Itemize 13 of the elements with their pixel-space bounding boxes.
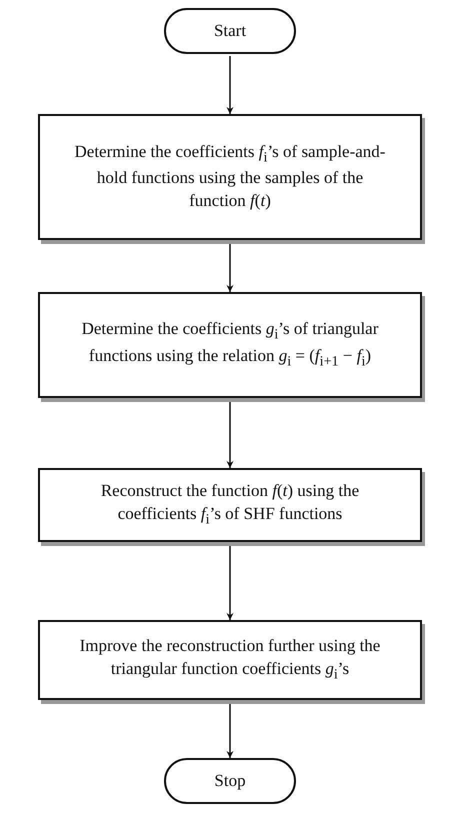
arrow [226, 400, 234, 468]
step-text: Improve the reconstruction further using the triangular function coefficients g$_{i}$’s [78, 635, 382, 685]
terminal-box [164, 758, 296, 804]
arrow [226, 702, 234, 758]
step-text: Start [214, 20, 246, 42]
terminal-box [164, 8, 296, 54]
step-text: Stop [214, 770, 246, 792]
arrow [226, 242, 234, 292]
step-text: Determine the coefficients g$_{i}$’s of triangular functions using the relation g$_{i}$ = (f$_{i+1}$ − f$_{i}$) [80, 318, 380, 372]
step-text: Reconstruct the function f(t) using the coefficients f$_{i}$’s of SHF functions [100, 480, 360, 530]
arrow [226, 56, 234, 114]
arrow [226, 544, 234, 620]
step-text: Determine the coefficients f$_{i}$’s of sample-and-hold functions using the samples of the function f(t) [74, 140, 386, 212]
